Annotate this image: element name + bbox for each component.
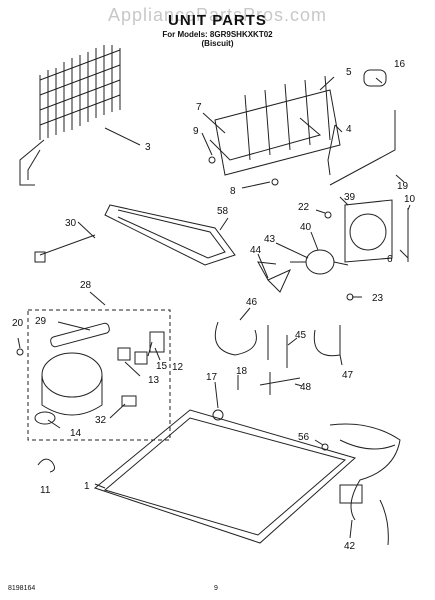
callout-43: 43 xyxy=(264,234,276,245)
drain-tube xyxy=(327,124,336,176)
callout-11: 11 xyxy=(40,485,51,496)
heater-wire xyxy=(329,110,396,186)
wiring-harness xyxy=(329,423,401,546)
callout-labels: 3 30 28 29 20 13 15 12 32 14 11 1 7 9 8 … xyxy=(12,59,416,552)
models-line: For Models: 8GR9SHKXKT02 xyxy=(162,30,273,39)
callout-40: 40 xyxy=(300,222,312,233)
callout-3: 3 xyxy=(145,142,151,153)
callout-20: 20 xyxy=(12,318,24,329)
callout-44: 44 xyxy=(250,245,262,256)
callout-42: 42 xyxy=(344,541,356,552)
compressor xyxy=(41,352,103,398)
callout-12: 12 xyxy=(172,362,184,373)
page-title: UNIT PARTS xyxy=(168,12,267,29)
callout-10: 10 xyxy=(404,194,416,205)
callout-48: 48 xyxy=(300,382,312,393)
bracket-48 xyxy=(259,372,301,395)
page-number: 9 xyxy=(214,585,218,592)
compressor-group xyxy=(27,309,171,441)
variant-line: (Biscuit) xyxy=(201,39,234,48)
document-number: 8198164 xyxy=(8,585,36,592)
callout-23: 23 xyxy=(372,293,384,304)
callout-17: 17 xyxy=(206,372,218,383)
watermark: AppliancePartsPros.com xyxy=(107,5,328,25)
callout-13: 13 xyxy=(148,375,160,386)
evaporator-assembly xyxy=(209,75,341,176)
callout-8: 8 xyxy=(230,186,236,197)
callout-39: 39 xyxy=(344,192,356,203)
callout-4: 4 xyxy=(346,124,352,135)
callout-32: 32 xyxy=(95,415,107,426)
callout-58: 58 xyxy=(217,206,229,217)
fan-shroud xyxy=(344,199,393,263)
power-cord xyxy=(39,234,96,256)
fan-blade xyxy=(257,261,292,293)
fan-motor xyxy=(305,249,335,275)
callout-45: 45 xyxy=(295,330,307,341)
callout-19: 19 xyxy=(397,181,409,192)
callout-47: 47 xyxy=(342,370,354,381)
suction-tube xyxy=(214,321,269,360)
callout-7: 7 xyxy=(196,102,202,113)
base-pan xyxy=(93,409,357,544)
callout-56: 56 xyxy=(298,432,310,443)
callout-14: 14 xyxy=(70,428,82,439)
callout-29: 29 xyxy=(35,316,47,327)
drip-tray xyxy=(104,204,236,266)
callout-16: 16 xyxy=(394,59,406,70)
callout-5: 5 xyxy=(346,67,352,78)
callout-1: 1 xyxy=(84,481,90,492)
callout-6: 6 xyxy=(387,254,393,265)
callout-30: 30 xyxy=(65,218,77,229)
condenser-coil xyxy=(19,45,121,186)
tube-47 xyxy=(313,325,341,357)
callout-18: 18 xyxy=(236,366,248,377)
callout-46: 46 xyxy=(246,297,258,308)
callout-22: 22 xyxy=(298,202,310,213)
callout-9: 9 xyxy=(193,126,199,137)
callout-28: 28 xyxy=(80,280,92,291)
clip-11 xyxy=(37,458,56,473)
callout-15: 15 xyxy=(156,361,168,372)
grommet-16 xyxy=(363,69,387,87)
